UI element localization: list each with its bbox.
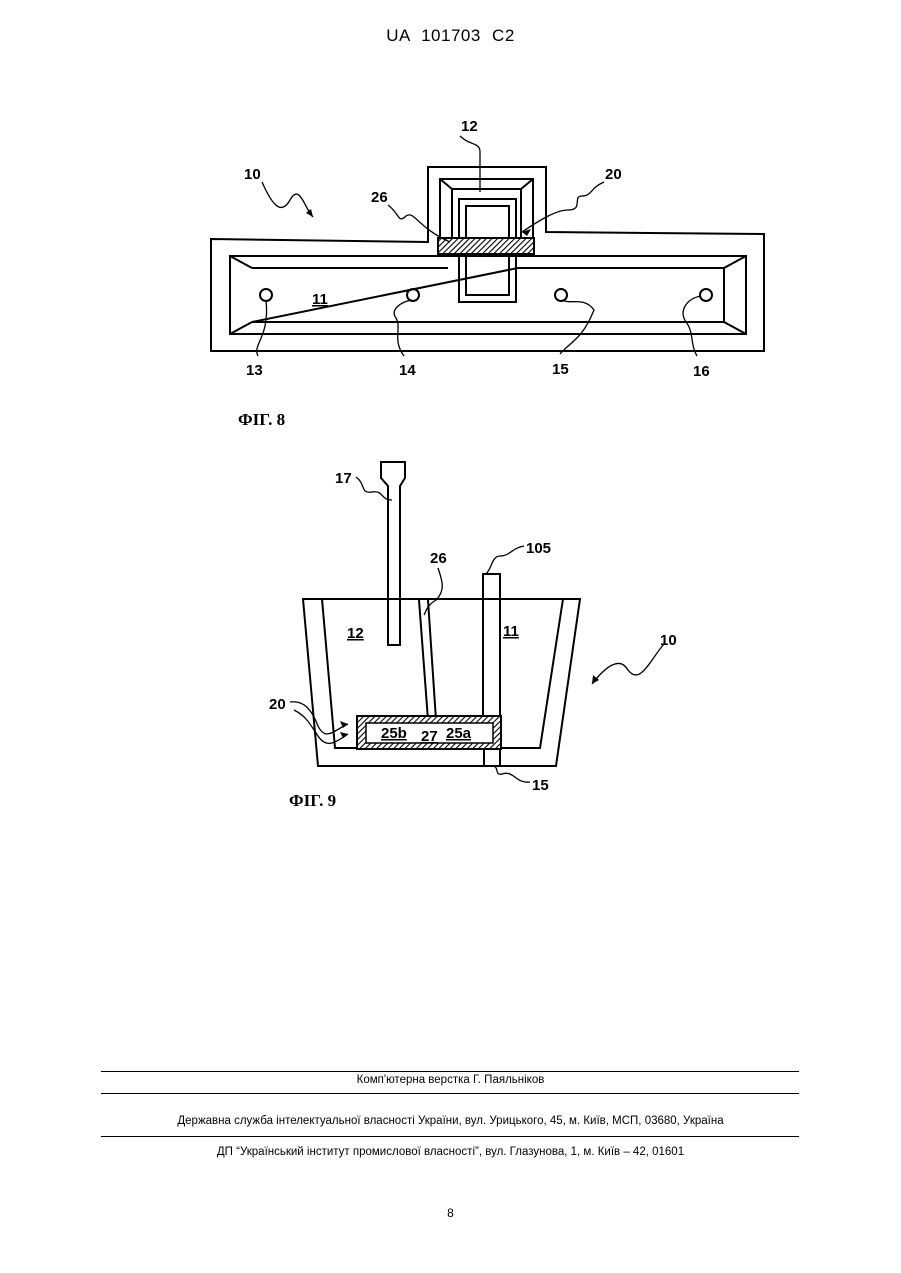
filter-26 (438, 238, 534, 254)
label-fig9-11: 11 (503, 623, 519, 640)
figure-8-drawing: 12 10 20 26 11 13 14 15 16 ФІГ. 8 (0, 0, 901, 440)
label-fig9-10: 10 (660, 632, 677, 649)
figure-8-caption: ФІГ. 8 (238, 410, 285, 429)
label-fig9-17: 17 (335, 470, 352, 487)
label-fig8-10: 10 (244, 166, 261, 183)
footer-rule-bottom (101, 1136, 799, 1137)
label-fig9-12: 12 (347, 625, 364, 642)
label-fig8-13: 13 (246, 362, 263, 379)
label-fig9-26: 26 (430, 550, 447, 567)
typesetting-credit: Комп'ютерна верстка Г. Паяльніков (0, 1074, 901, 1086)
footer-rule-middle (101, 1093, 799, 1094)
figure-9-caption: ФІГ. 9 (289, 791, 336, 810)
label-fig9-20: 20 (269, 696, 286, 713)
label-fig8-26: 26 (371, 189, 388, 206)
label-fig8-20: 20 (605, 166, 622, 183)
institute-address: ДП “Український інститут промислової вла… (0, 1146, 901, 1158)
label-fig9-27: 27 (421, 728, 438, 745)
label-fig8-16: 16 (693, 363, 710, 380)
footer-rule-top (101, 1071, 799, 1072)
label-fig8-12: 12 (461, 118, 478, 135)
label-fig9-25b: 25b (381, 725, 407, 742)
figure-9-drawing: 17 26 105 12 11 10 20 25b 27 25a 15 ФІГ.… (0, 440, 901, 820)
label-fig9-15: 15 (532, 777, 549, 794)
label-fig8-14: 14 (399, 362, 416, 379)
agency-address: Державна служба інтелектуальної власност… (0, 1115, 901, 1127)
page-number: 8 (0, 1206, 901, 1220)
label-fig9-25a: 25a (446, 725, 472, 742)
label-fig8-11: 11 (312, 291, 328, 308)
label-fig9-105: 105 (526, 540, 551, 557)
label-fig8-15: 15 (552, 361, 569, 378)
